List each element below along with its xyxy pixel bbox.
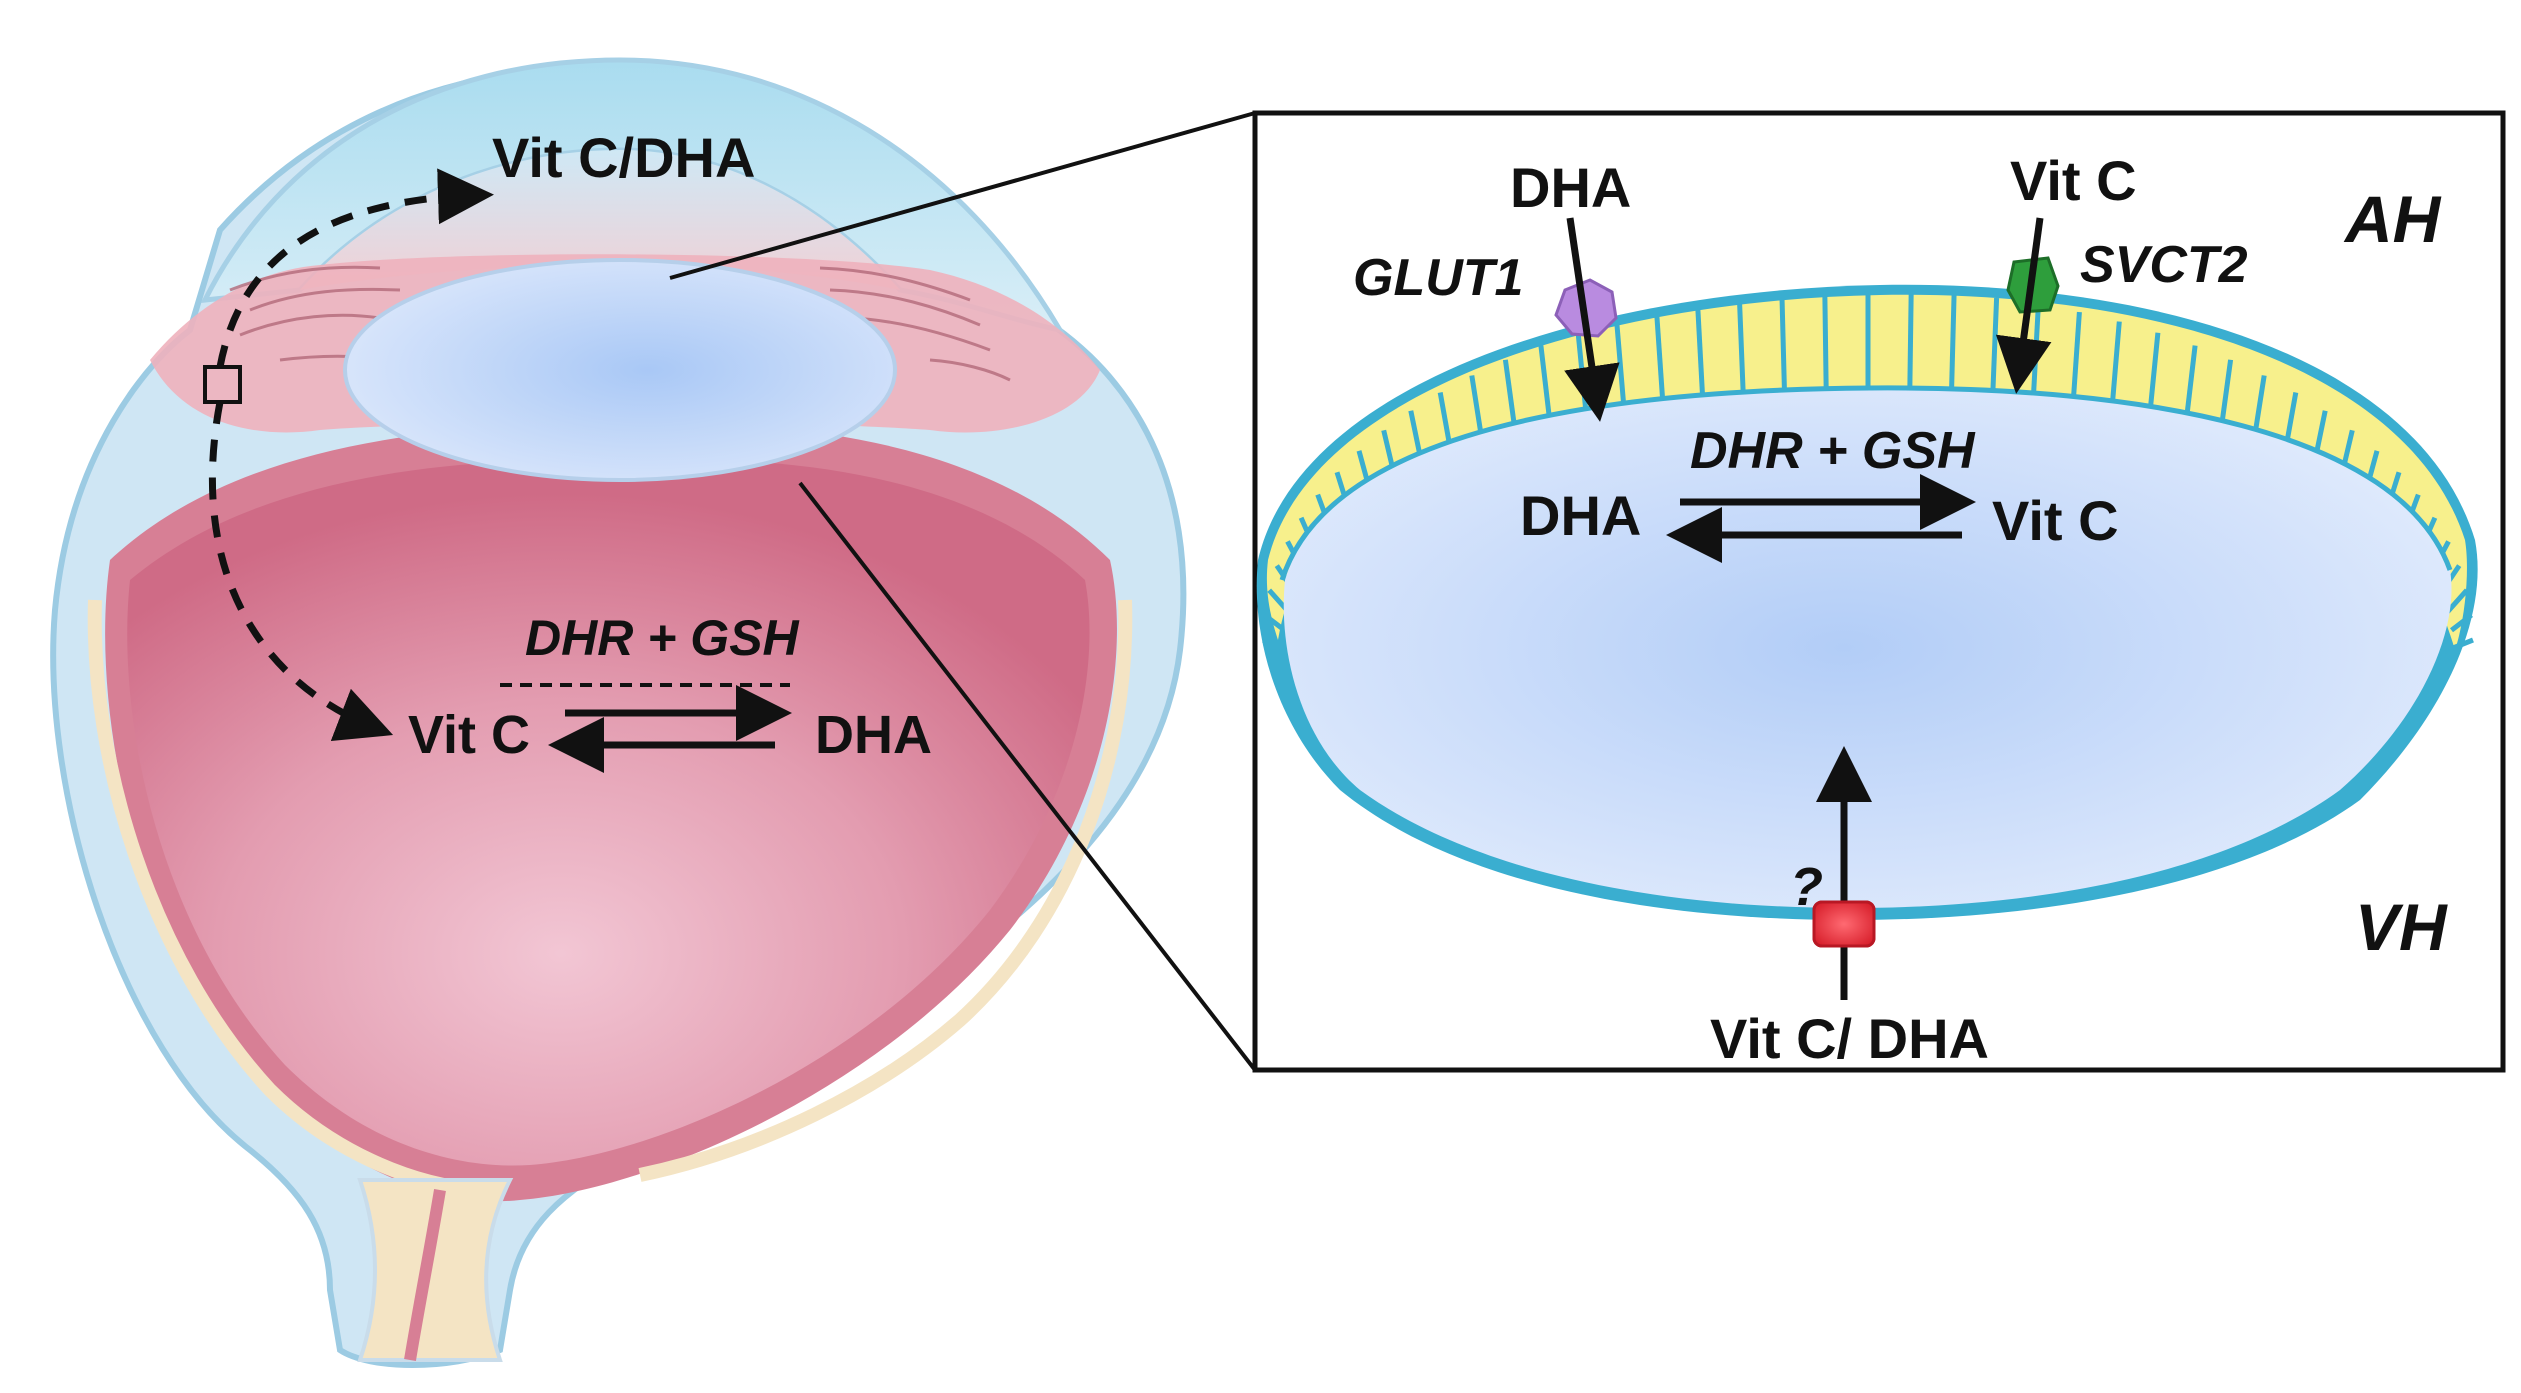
epithelium-cell-divider xyxy=(1262,613,1287,633)
inset-svct2: SVCT2 xyxy=(2080,236,2248,294)
vitc-uptake-arrow xyxy=(1995,217,2052,394)
lens-fiber-body xyxy=(1283,387,2452,908)
epithelium-cell-divider xyxy=(2452,637,2474,651)
inset-bottom-label: Vit C/ DHA xyxy=(1710,1007,1989,1070)
inset-unknown-mark: ? xyxy=(1790,857,1823,917)
zoom-line-bottom xyxy=(798,481,1257,1072)
inset-glut1: GLUT1 xyxy=(1353,249,1523,307)
epithelium-cell-divider xyxy=(1989,297,2000,404)
eye-reaction-right: DHA xyxy=(815,705,932,765)
inset-dha-in: DHA xyxy=(1510,156,1631,219)
epithelium-cell-divider xyxy=(2449,613,2474,633)
epithelium-cell-divider xyxy=(1907,290,1914,399)
transport-dashed-arrow-up xyxy=(216,168,494,368)
transport-dashed-arrow-down xyxy=(209,401,394,742)
eye-top-label: Vit C/DHA xyxy=(492,126,755,189)
dha-uptake-arrow xyxy=(1564,217,1620,422)
vitreous-humor xyxy=(127,458,1090,1166)
inset-reaction-right: Vit C xyxy=(1992,489,2119,552)
epithelium-cell-divider xyxy=(1695,304,1706,409)
eye-reaction-left: Vit C xyxy=(408,705,530,765)
retina-layer xyxy=(87,599,481,1197)
lens xyxy=(343,258,897,482)
zoom-line-top xyxy=(669,111,1256,280)
epithelium-cell-divider xyxy=(1736,297,1747,404)
inset-vitc-in: Vit C xyxy=(2010,149,2137,212)
epithelium-cell-divider xyxy=(1779,293,1788,401)
inset-reaction-left: DHA xyxy=(1520,484,1641,547)
eye-reaction-enzymes: DHR + GSH xyxy=(525,610,800,666)
inset-ah: AH xyxy=(2343,182,2442,256)
epithelium-cell-divider xyxy=(1822,290,1829,399)
lens-detail xyxy=(1256,284,2478,920)
epithelium-cell-divider xyxy=(1948,293,1957,401)
epithelium-cell-divider xyxy=(2445,588,2469,615)
inset-vh: VH xyxy=(2355,890,2448,964)
inset-reaction-enzymes: DHR + GSH xyxy=(1690,422,1976,480)
optic-nerve xyxy=(357,1178,514,1362)
epithelium-cell-divider xyxy=(1262,637,1284,651)
